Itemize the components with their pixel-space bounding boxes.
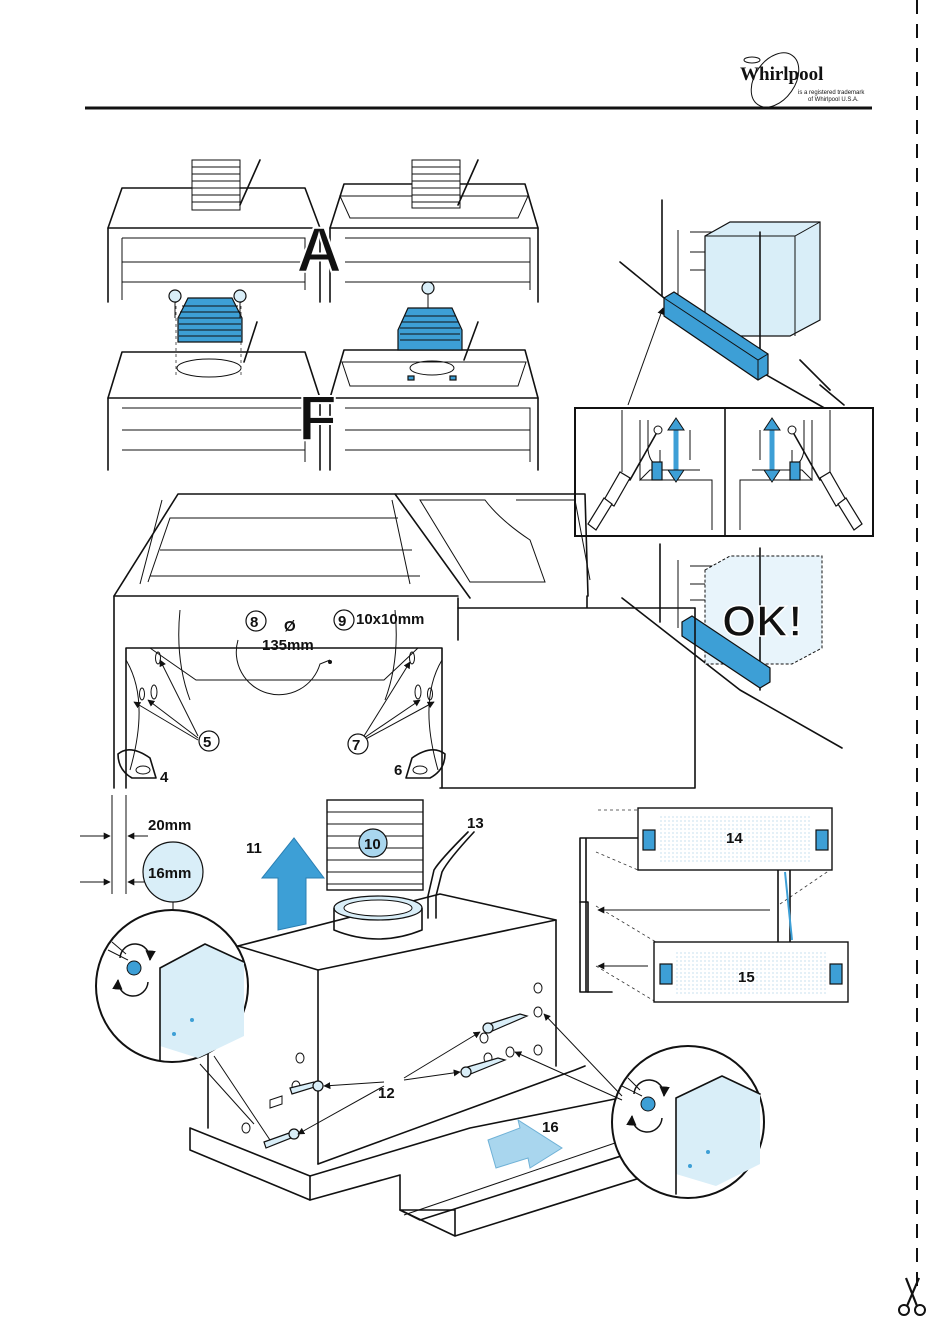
hole-size-label: 10x10mm — [356, 611, 424, 628]
whirlpool-logo: Whirlpool is a registered trademark of W… — [740, 44, 865, 116]
callout-10-label: 10 — [364, 836, 381, 853]
callout-11-label: 11 — [246, 840, 262, 857]
trim-strip-panel-top — [620, 200, 844, 418]
dimension-16mm-badge: 16mm — [143, 842, 203, 902]
screw-adjust-detail — [575, 408, 873, 536]
screws-12 — [264, 1014, 527, 1148]
callout-9-label: 9 — [338, 613, 346, 630]
filter-panel: 14 15 — [580, 808, 848, 1002]
dimension-marks: 20mm 16mm — [80, 795, 203, 912]
callout-5: 5 — [199, 731, 219, 751]
header: Whirlpool is a registered trademark of W… — [85, 44, 872, 116]
callout-8: 8 — [246, 611, 266, 631]
callout-16-label: 16 — [542, 1119, 559, 1136]
trademark-line-1: is a registered trademark — [798, 90, 865, 96]
scissors-icon — [899, 1278, 925, 1315]
variant-f-letter: F — [298, 382, 337, 454]
dimension-20mm: 20mm — [148, 817, 191, 834]
cabinet-a-right — [330, 160, 538, 302]
cut-line — [899, 0, 925, 1315]
variant-f-badge: F — [298, 382, 337, 454]
flex-duct-a-left — [192, 160, 240, 210]
dimension-16mm: 16mm — [148, 865, 191, 882]
flex-duct-a-right — [412, 160, 460, 208]
callout-5-label: 5 — [203, 734, 211, 751]
screw-icon — [422, 282, 434, 308]
logo-text: Whirlpool — [740, 64, 823, 85]
diameter-symbol: Ø — [284, 618, 296, 635]
cabinet-f-right — [330, 350, 538, 470]
callout-14-label: 14 — [726, 830, 743, 847]
flex-duct-bottom: 10 — [327, 800, 423, 890]
carbon-filter-grille-right — [398, 282, 478, 360]
callout-12-label: 12 — [378, 1085, 395, 1102]
callout-6-label: 6 — [394, 762, 402, 779]
callout-15-label: 15 — [738, 969, 755, 986]
variant-a-badge: A — [296, 214, 342, 286]
screw-icon — [483, 1014, 527, 1033]
bracket-6 — [406, 750, 445, 778]
cabinet-a-left — [108, 160, 320, 302]
callout-9: 9 — [334, 610, 354, 630]
callout-10: 10 — [359, 829, 387, 857]
callout-4-label: 4 — [160, 769, 169, 786]
zoom-detail-right — [515, 1014, 764, 1198]
ok-stamp: OK! — [722, 597, 803, 646]
callout-8-label: 8 — [250, 614, 258, 631]
callout-7-label: 7 — [352, 737, 360, 754]
trim-strip-panel-ok: OK! — [622, 544, 842, 748]
trademark-line-2: of Whirlpool U.S.A. — [808, 97, 859, 103]
diameter-value: 135mm — [262, 637, 314, 654]
screw-icon — [169, 290, 181, 318]
cabinet-variants-panel: A — [108, 160, 538, 470]
bracket-4 — [118, 750, 156, 778]
hood-body — [190, 832, 640, 1236]
screw-icon — [461, 1058, 505, 1077]
callout-7: 7 — [348, 734, 368, 754]
callout-13-label: 13 — [467, 815, 484, 832]
lift-arrow-icon — [262, 838, 324, 930]
variant-a-letter: A — [296, 214, 342, 286]
